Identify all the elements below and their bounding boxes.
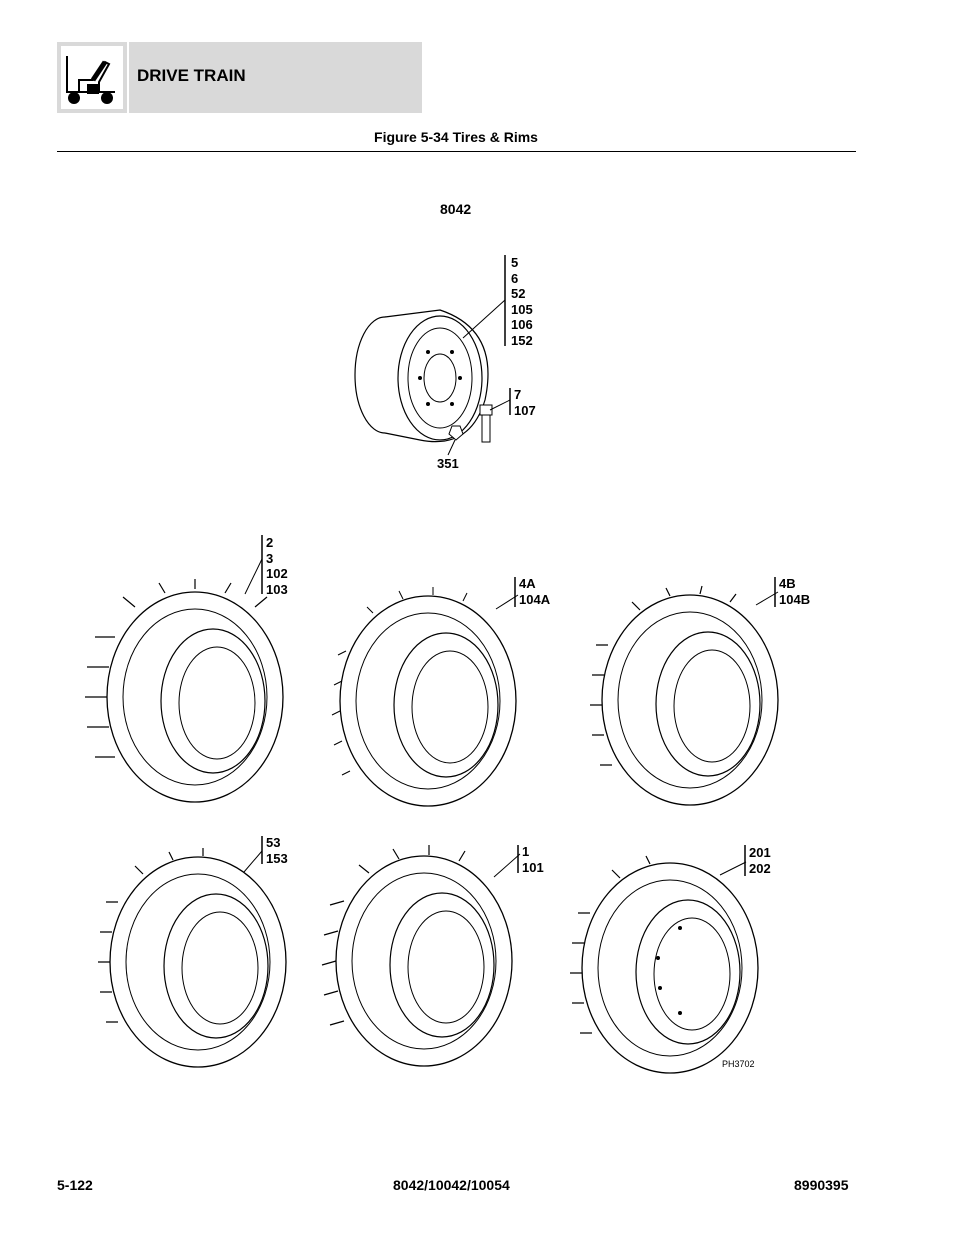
photo-code: PH3702 xyxy=(722,1059,755,1069)
tire-drawing-6 xyxy=(570,855,759,1074)
tire-drawing-1 xyxy=(85,558,284,803)
tire-drawing-3 xyxy=(590,585,779,806)
forklift-icon xyxy=(57,42,129,113)
tire-drawing-5 xyxy=(321,845,521,1067)
part-number: 8990395 xyxy=(794,1177,849,1193)
callout-nut: 351 xyxy=(437,456,459,471)
rim-drawing xyxy=(354,299,511,456)
tire-drawing-4 xyxy=(98,848,287,1068)
callout-brackets xyxy=(261,255,776,876)
tire-drawing-2 xyxy=(331,587,519,807)
figure-title: Figure 5-34 Tires & Rims xyxy=(374,129,538,145)
page-number: 5-122 xyxy=(57,1177,93,1193)
section-header: DRIVE TRAIN xyxy=(57,42,422,113)
model-numbers: 8042/10042/10054 xyxy=(393,1177,510,1193)
model-label: 8042 xyxy=(440,201,472,217)
title-divider xyxy=(57,151,856,152)
section-title: DRIVE TRAIN xyxy=(137,66,246,85)
